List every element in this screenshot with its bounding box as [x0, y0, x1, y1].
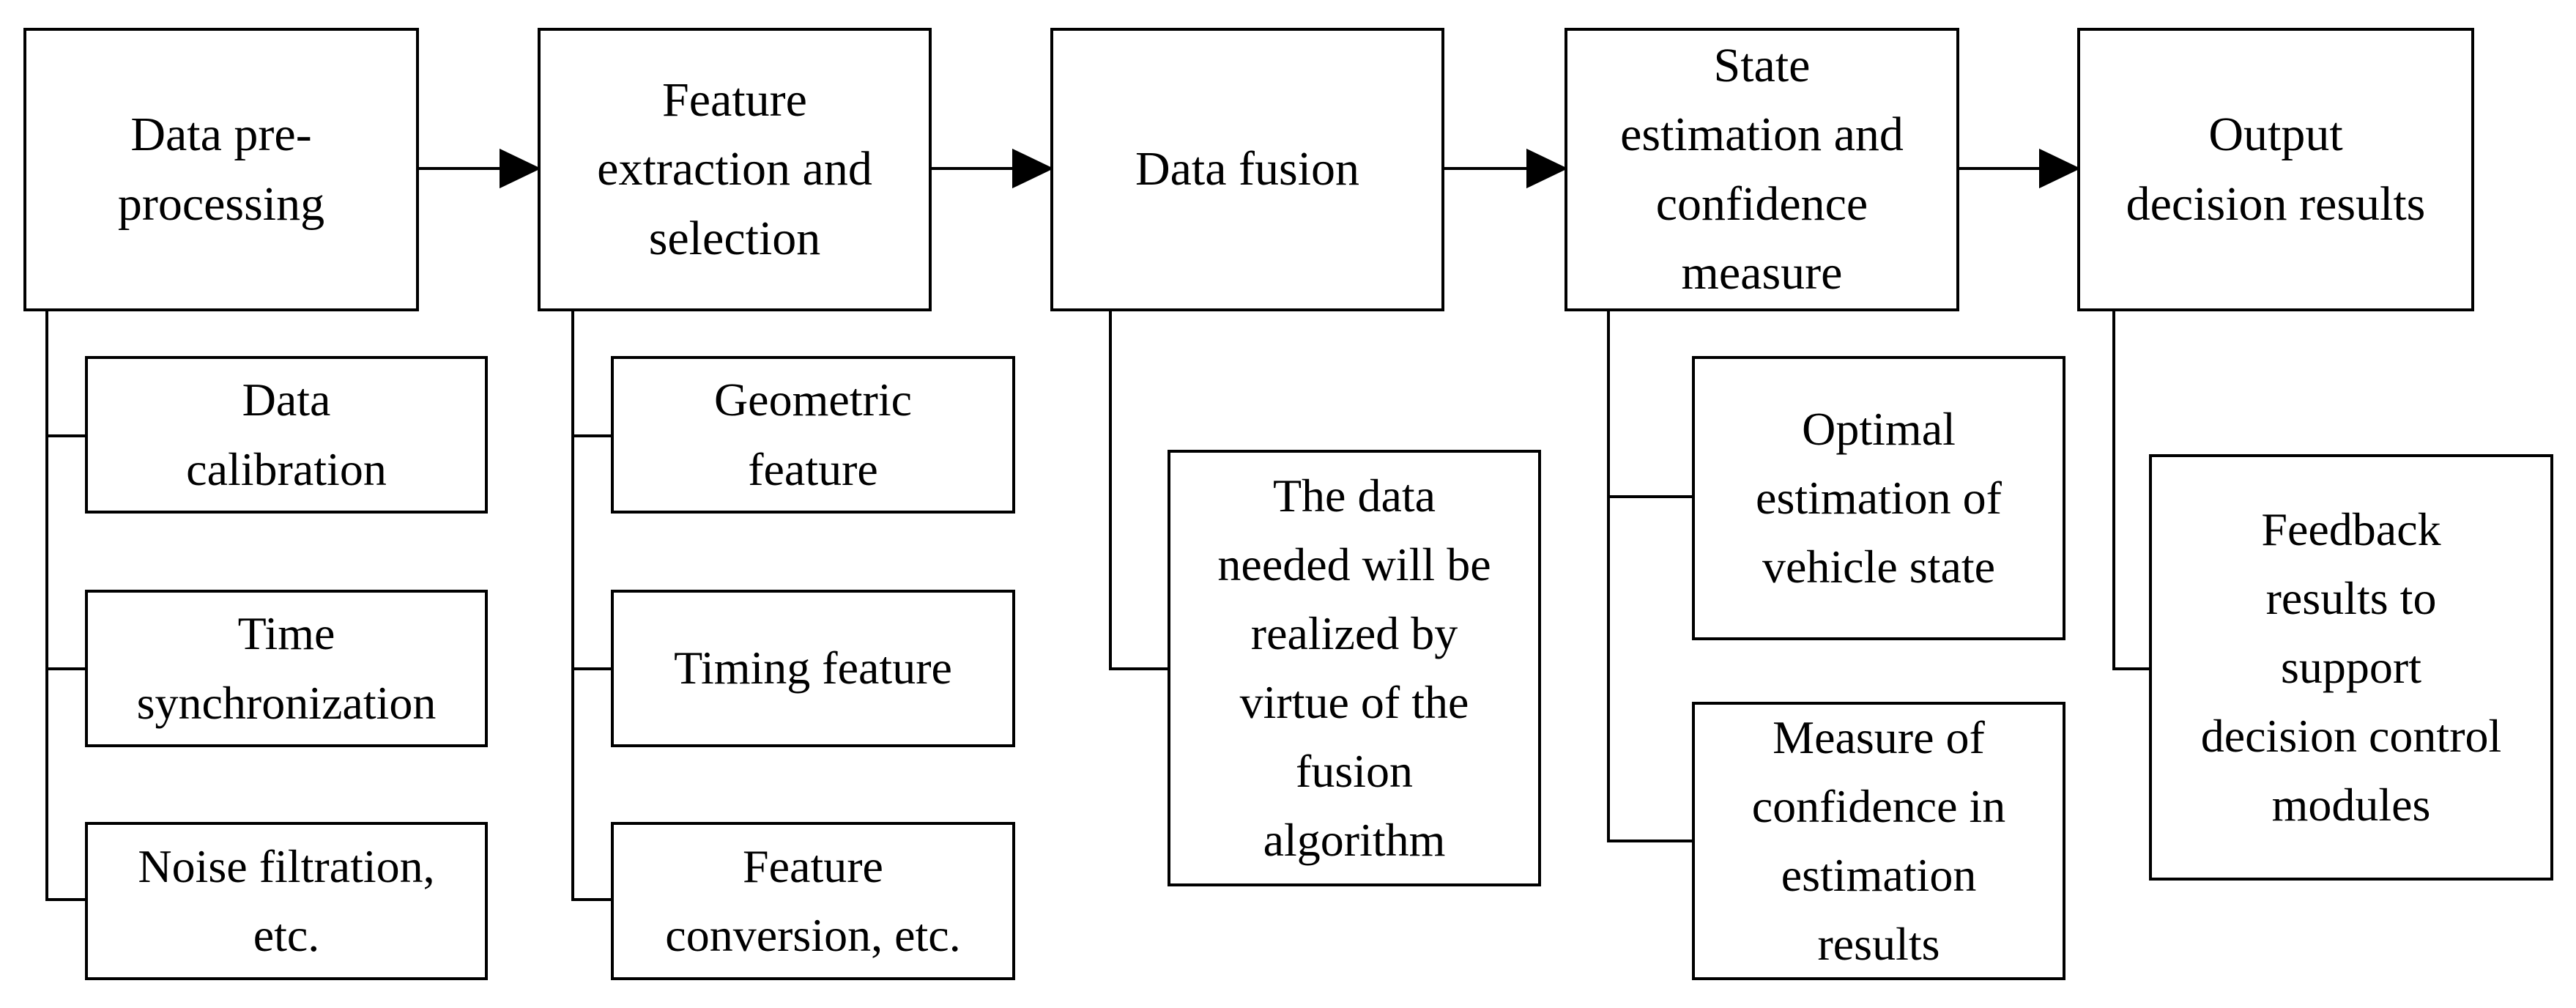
- sub-fusion-algorithm: The data needed will be realized by virt…: [1168, 450, 1541, 886]
- stage-data-fusion: Data fusion: [1050, 28, 1444, 311]
- arrowhead-2-to-3: [1012, 148, 1054, 189]
- sub-label: Noise filtration, etc.: [138, 840, 435, 961]
- flow-arrows: [419, 148, 2081, 189]
- stage-feature-extraction: Feature extraction and selection: [538, 28, 932, 311]
- sub-label: Timing feature: [674, 642, 952, 694]
- sub-geometric-feature: Geometric feature: [611, 356, 1015, 514]
- stage-state-estimation: State estimation and confidence measure: [1564, 28, 1959, 311]
- sub-data-calibration: Data calibration: [85, 356, 488, 514]
- sub-label: The data needed will be realized by virt…: [1217, 469, 1491, 867]
- stage-label: Output decision results: [2126, 108, 2426, 231]
- stage-label: State estimation and confidence measure: [1620, 38, 1904, 300]
- stage-output-decision: Output decision results: [2077, 28, 2474, 311]
- sub-time-synchronization: Time synchronization: [85, 590, 488, 747]
- stage-label: Data fusion: [1135, 142, 1360, 196]
- sub-timing-feature: Timing feature: [611, 590, 1015, 747]
- arrowhead-1-to-2: [500, 148, 541, 189]
- sub-label: Feature conversion, etc.: [665, 840, 961, 961]
- arrowhead-3-to-4: [1526, 148, 1568, 189]
- sub-confidence-measure: Measure of confidence in estimation resu…: [1692, 702, 2065, 980]
- branch-lines: [45, 311, 2149, 901]
- sub-optimal-estimation: Optimal estimation of vehicle state: [1692, 356, 2065, 640]
- sub-label: Data calibration: [186, 374, 387, 495]
- arrowhead-4-to-5: [2039, 148, 2081, 189]
- sub-label: Time synchronization: [136, 607, 437, 729]
- stage-data-preprocessing: Data pre- processing: [23, 28, 419, 311]
- sub-label: Measure of confidence in estimation resu…: [1751, 711, 2006, 971]
- sub-label: Optimal estimation of vehicle state: [1756, 402, 2002, 593]
- stage-label: Data pre- processing: [117, 108, 325, 231]
- sub-label: Geometric feature: [713, 374, 913, 495]
- sub-feature-conversion: Feature conversion, etc.: [611, 822, 1015, 980]
- sub-feedback-results: Feedback results to support decision con…: [2149, 454, 2553, 881]
- sub-noise-filtration: Noise filtration, etc.: [85, 822, 488, 980]
- stage-label: Feature extraction and selection: [597, 73, 872, 265]
- sub-label: Feedback results to support decision con…: [2200, 503, 2502, 831]
